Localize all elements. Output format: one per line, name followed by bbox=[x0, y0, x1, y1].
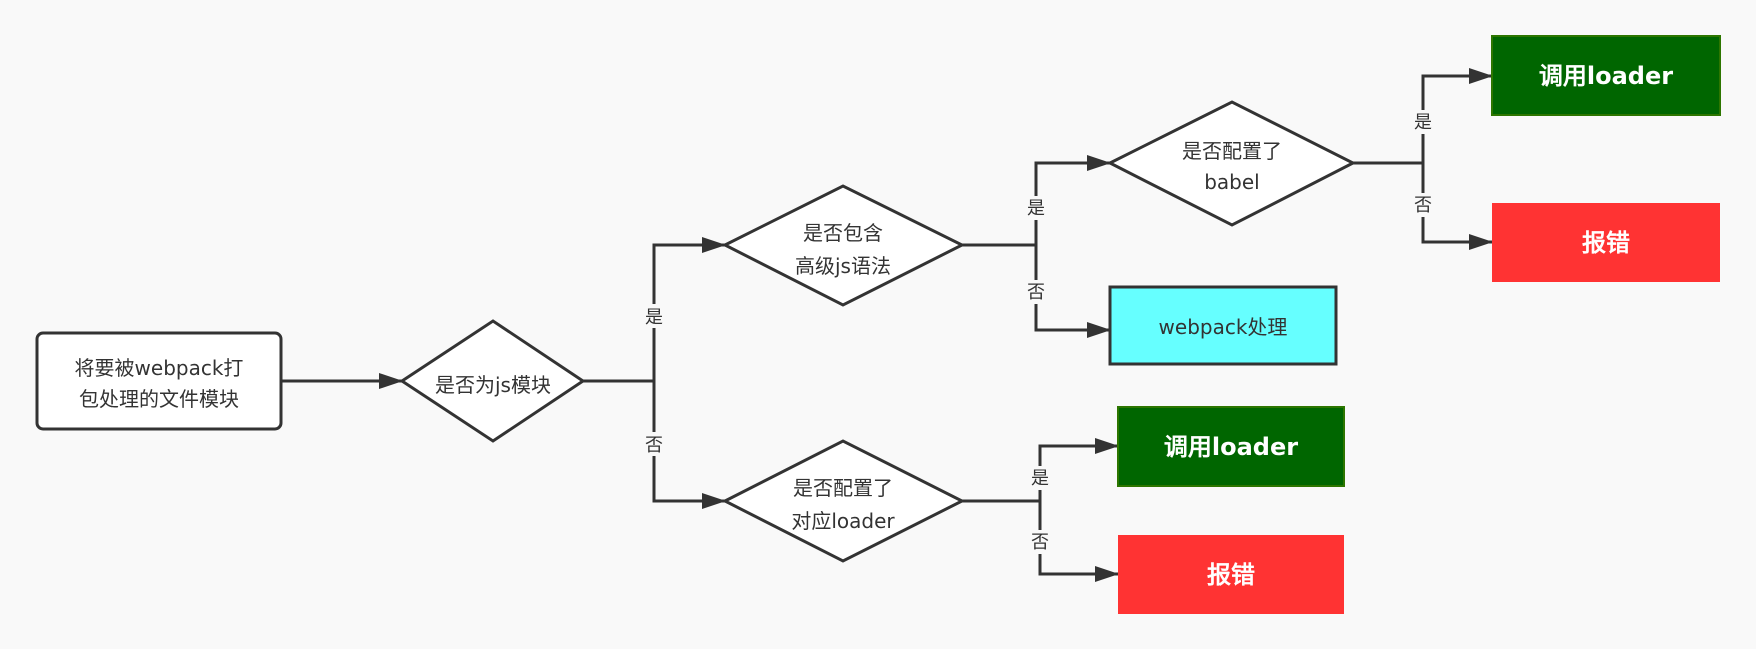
webpack-handle-node-label: webpack处理 bbox=[1159, 315, 1288, 339]
call-loader-top-node[interactable]: 调用loader bbox=[1491, 35, 1721, 116]
edge-label-is-js-yes: 是 bbox=[645, 307, 663, 328]
call-loader-top-node-label: 调用loader bbox=[1539, 62, 1673, 90]
edge-is-js-no bbox=[652, 381, 726, 509]
error-bottom-node-label: 报错 bbox=[1207, 561, 1255, 589]
edge-label-is-js-no: 否 bbox=[645, 435, 663, 456]
edge-babel-no bbox=[1421, 163, 1493, 250]
decision-babel-configured-line2: babel bbox=[1204, 170, 1260, 194]
edge-advanced-no bbox=[1034, 245, 1111, 338]
decision-has-advanced-js[interactable]: 是否包含 高级js语法 bbox=[721, 184, 966, 307]
edge-label-advanced-yes: 是 bbox=[1027, 198, 1045, 219]
decision-has-advanced-js-line1: 是否包含 bbox=[803, 221, 883, 245]
call-loader-bottom-node-label: 调用loader bbox=[1164, 433, 1298, 461]
decision-loader-configured-line2: 对应loader bbox=[791, 509, 895, 533]
decision-is-js-module-label: 是否为js模块 bbox=[435, 373, 551, 397]
start-node[interactable]: 将要被webpack打 包处理的文件模块 bbox=[35, 331, 283, 431]
edge-is-js-yes bbox=[652, 237, 726, 381]
decision-babel-configured-line1: 是否配置了 bbox=[1182, 139, 1282, 163]
webpack-handle-node[interactable]: webpack处理 bbox=[1108, 285, 1338, 366]
start-node-line2: 包处理的文件模块 bbox=[79, 387, 239, 411]
edge-label-loader-no: 否 bbox=[1031, 532, 1049, 553]
edge-label-babel-yes: 是 bbox=[1414, 112, 1432, 133]
error-top-node[interactable]: 报错 bbox=[1492, 203, 1720, 282]
decision-loader-configured[interactable]: 是否配置了 对应loader bbox=[721, 439, 966, 563]
edge-label-babel-no: 否 bbox=[1414, 195, 1432, 216]
decision-has-advanced-js-line2: 高级js语法 bbox=[795, 254, 891, 278]
call-loader-bottom-node[interactable]: 调用loader bbox=[1117, 406, 1345, 487]
start-node-line1: 将要被webpack打 bbox=[75, 356, 244, 380]
error-top-node-label: 报错 bbox=[1582, 229, 1630, 257]
decision-loader-configured-line1: 是否配置了 bbox=[793, 476, 893, 500]
error-bottom-node[interactable]: 报错 bbox=[1118, 535, 1344, 614]
decision-babel-configured[interactable]: 是否配置了 babel bbox=[1106, 100, 1357, 227]
decision-is-js-module[interactable]: 是否为js模块 bbox=[399, 319, 586, 443]
edge-label-advanced-no: 否 bbox=[1027, 282, 1045, 303]
edge-label-loader-yes: 是 bbox=[1031, 468, 1049, 489]
edge-loader-no bbox=[1038, 501, 1119, 582]
